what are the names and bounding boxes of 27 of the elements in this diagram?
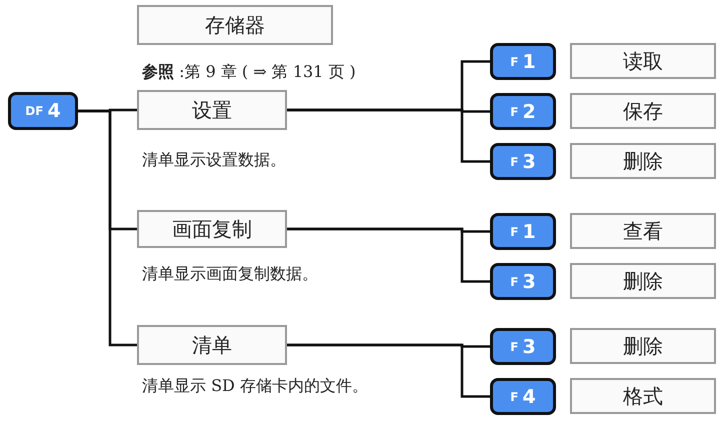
connector-line [287,344,490,398]
function-key: F 1 [490,43,556,80]
menu-box: 删除 [570,143,716,179]
connector-line [287,228,490,283]
function-key: F 4 [490,378,556,415]
description-text: 清单显示设置数据。 [142,149,287,171]
connector-line [78,110,137,346]
menu-box: 删除 [570,328,716,364]
menu-box: 读取 [570,43,716,79]
function-key: F 3 [490,263,556,300]
function-key: F 3 [490,328,556,365]
connector-line [287,108,490,163]
menu-box: 保存 [570,93,716,129]
function-key: F 3 [490,143,556,180]
menu-box: 设置 [137,90,287,130]
menu-box: 删除 [570,263,716,299]
menu-box: 查看 [570,213,716,249]
menu-box: 存储器 [137,5,333,45]
menu-box: 格式 [570,378,716,414]
description-text: 清单显示 SD 存储卡内的文件。 [142,375,369,397]
menu-box: 清单 [137,325,287,365]
menu-box: 画面复制 [137,210,287,248]
function-key: F 2 [490,93,556,130]
function-key: DF 4 [8,92,78,130]
reference-note: 参照 :第 9 章 ( ⇒ 第 131 页 ) [142,62,356,83]
description-text: 清单显示画面复制数据。 [142,263,319,285]
function-key: F 1 [490,213,556,250]
